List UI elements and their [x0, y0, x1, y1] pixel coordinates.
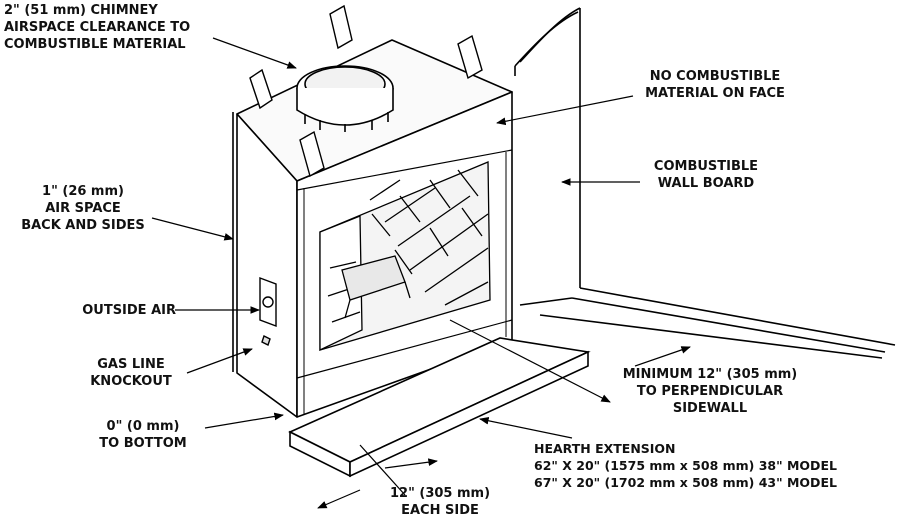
standoff-brackets: [249, 4, 483, 178]
outside-air-box: [259, 276, 277, 346]
label-chimney-clearance: 2" (51 mm) CHIMNEY AIRSPACE CLEARANCE TO…: [4, 3, 191, 52]
label-outside-air: OUTSIDE AIR: [82, 303, 176, 318]
firebox-brick-pattern: [319, 161, 491, 352]
label-hearth-extension: HEARTH EXTENSION 62" X 20" (1575 mm x 50…: [534, 441, 837, 490]
hearth-extension: [288, 337, 591, 478]
label-each-side: 12" (305 mm) EACH SIDE: [389, 486, 491, 518]
label-no-combustible-face: NO COMBUSTIBLE MATERIAL ON FACE: [645, 69, 785, 101]
label-combustible-wall-board: COMBUSTIBLE WALL BOARD: [653, 159, 759, 191]
label-sidewall-clearance: MINIMUM 12" (305 mm) TO PERPENDICULAR SI…: [622, 367, 798, 416]
label-air-space: 1" (26 mm) AIR SPACE BACK AND SIDES: [21, 184, 145, 233]
label-bottom-clearance: 0" (0 mm) TO BOTTOM: [99, 419, 187, 451]
label-gas-line-knockout: GAS LINE KNOCKOUT: [90, 357, 172, 389]
combustible-wall-board: [514, 7, 896, 359]
leader-lines: [151, 37, 691, 509]
chimney-collar: [296, 65, 394, 132]
